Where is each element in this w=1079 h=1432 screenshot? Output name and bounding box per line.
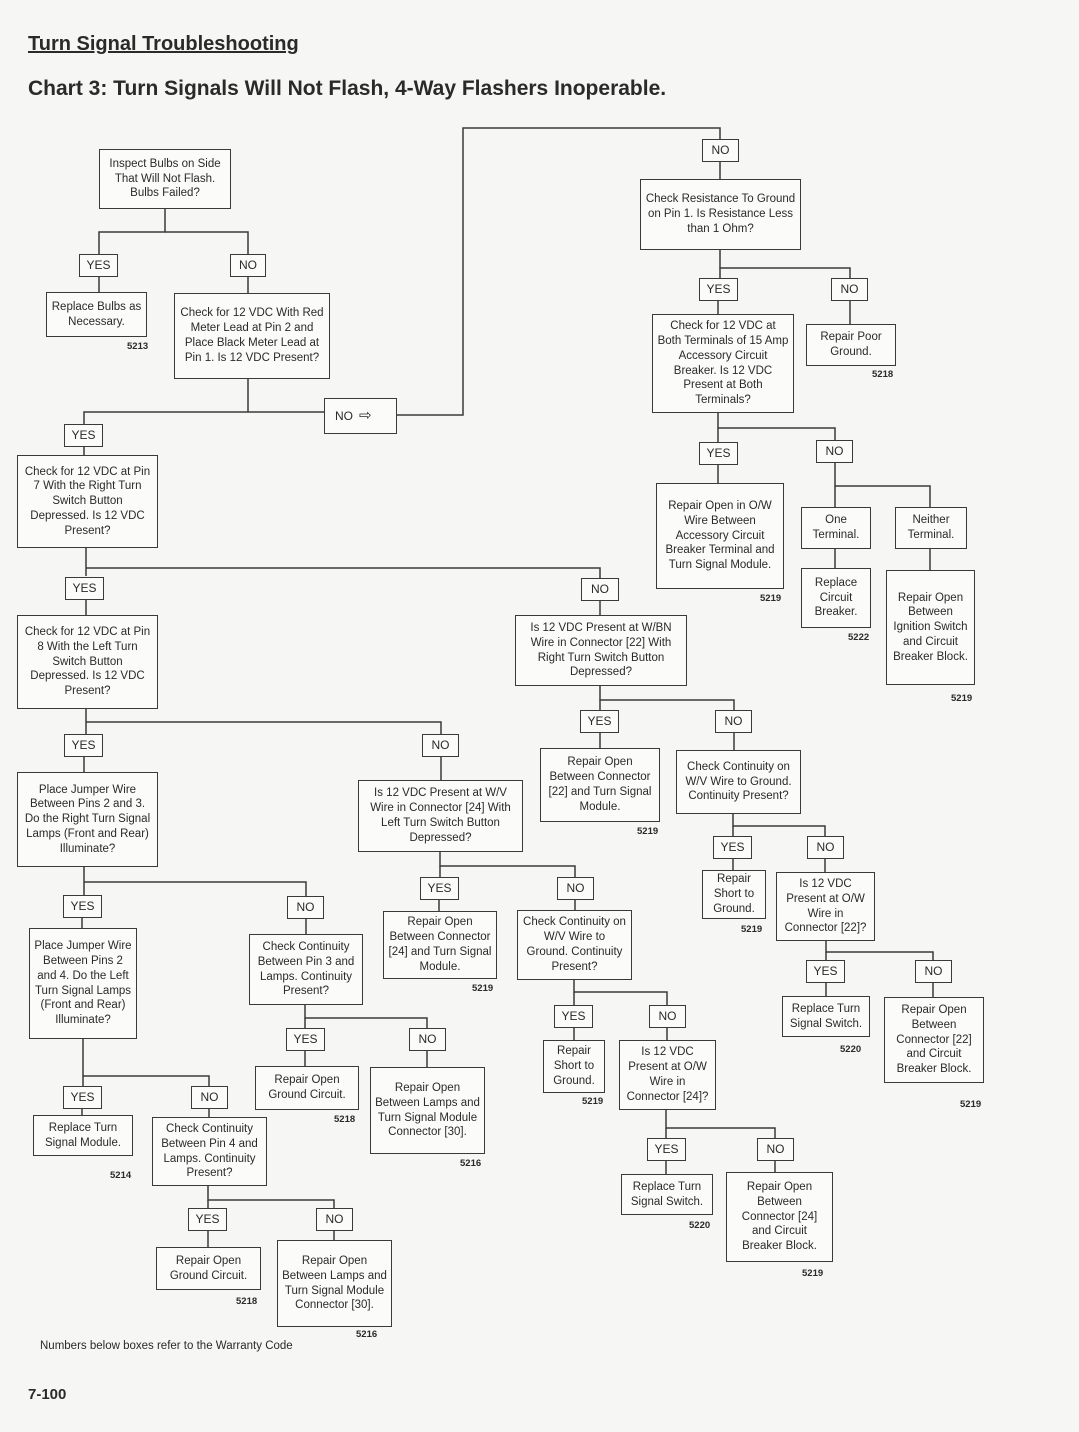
replace-module-box: Replace Turn Signal Module.: [33, 1115, 133, 1156]
yes-label: YES: [64, 424, 103, 447]
repair-short-ground-box: Repair Short to Ground.: [702, 870, 766, 919]
no-label: NO: [581, 578, 619, 601]
check-cb-terminals-box: Check for 12 VDC at Both Terminals of 15…: [652, 314, 794, 413]
jumper-left-box: Place Jumper Wire Between Pins 2 and 4. …: [29, 928, 137, 1039]
warranty-code: 5219: [760, 593, 782, 604]
yes-label: YES: [63, 895, 102, 918]
warranty-code: 5219: [472, 983, 494, 994]
continuity-wv-ground-box: Check Continuity on W/V Wire to Ground. …: [676, 750, 801, 814]
repair-ground-circuit-box: Repair Open Ground Circuit.: [255, 1066, 359, 1110]
repair-lamps-conn30-box: Repair Open Between Lamps and Turn Signa…: [370, 1067, 485, 1154]
warranty-code: 5219: [960, 1099, 982, 1110]
one-terminal-box: One Terminal.: [801, 507, 871, 549]
warranty-code: 5218: [334, 1114, 356, 1125]
jumper-right-box: Place Jumper Wire Between Pins 2 and 3. …: [17, 772, 158, 867]
arrow-right-icon: ⇨: [359, 407, 372, 424]
yes-label: YES: [806, 960, 845, 983]
yes-label: YES: [188, 1208, 227, 1231]
yes-label: YES: [699, 278, 738, 301]
chart-subtitle: Chart 3: Turn Signals Will Not Flash, 4-…: [28, 77, 667, 100]
page-number: 7-100: [28, 1386, 67, 1403]
no-label: NO: [409, 1028, 446, 1051]
replace-circuit-breaker-box: Replace Circuit Breaker.: [801, 568, 871, 628]
repair-ground-circuit-box: Repair Open Ground Circuit.: [156, 1247, 261, 1290]
warranty-code: 5220: [840, 1044, 862, 1055]
yes-label: YES: [65, 577, 104, 600]
yes-label: YES: [64, 734, 103, 757]
yes-label: YES: [580, 710, 619, 733]
no-label: NO: [287, 896, 324, 919]
page-title: Turn Signal Troubleshooting: [28, 33, 299, 55]
warranty-code: 5218: [236, 1296, 258, 1307]
no-label: NO: [335, 409, 353, 423]
no-continue-label: NO ⇨: [324, 398, 397, 434]
no-label: NO: [816, 440, 853, 463]
ow-conn24-box: Is 12 VDC Present at O/W Wire in Connect…: [619, 1040, 716, 1110]
yes-label: YES: [647, 1138, 686, 1161]
no-label: NO: [715, 710, 752, 733]
check-12vdc-pin2-box: Check for 12 VDC With Red Meter Lead at …: [174, 293, 330, 379]
yes-label: YES: [420, 877, 459, 900]
footnote: Numbers below boxes refer to the Warrant…: [40, 1340, 293, 1352]
repair-short-ground-box: Repair Short to Ground.: [543, 1040, 605, 1093]
repair-poor-ground-box: Repair Poor Ground.: [806, 324, 896, 366]
warranty-code: 5216: [460, 1158, 482, 1169]
no-label: NO: [807, 836, 844, 859]
no-label: NO: [316, 1208, 353, 1231]
continuity-pin4-box: Check Continuity Between Pin 4 and Lamps…: [152, 1117, 267, 1186]
continuity-wv-ground-box: Check Continuity on W/V Wire to Ground. …: [517, 910, 632, 980]
no-label: NO: [831, 278, 868, 301]
yes-label: YES: [554, 1005, 593, 1028]
yes-label: YES: [713, 836, 752, 859]
warranty-code: 5213: [127, 341, 149, 352]
repair-conn24-module-box: Repair Open Between Connector [24] and T…: [383, 911, 497, 979]
inspect-bulbs-box: Inspect Bulbs on Side That Will Not Flas…: [99, 149, 231, 209]
no-label: NO: [191, 1086, 228, 1109]
repair-conn22-module-box: Repair Open Between Connector [22] and T…: [540, 748, 660, 822]
warranty-code: 5222: [848, 632, 870, 643]
yes-label: YES: [63, 1086, 102, 1109]
replace-switch-box: Replace Turn Signal Switch.: [621, 1174, 713, 1215]
no-label: NO: [757, 1138, 794, 1161]
replace-switch-box: Replace Turn Signal Switch.: [782, 996, 870, 1037]
yes-label: YES: [79, 254, 118, 277]
check-pin7-box: Check for 12 VDC at Pin 7 With the Right…: [17, 455, 158, 548]
yes-label: YES: [699, 442, 738, 465]
neither-terminal-box: Neither Terminal.: [895, 507, 967, 549]
wv-conn24-box: Is 12 VDC Present at W/V Wire in Connect…: [358, 780, 523, 852]
repair-conn24-cb-box: Repair Open Between Connector [24] and C…: [726, 1172, 833, 1262]
replace-bulbs-box: Replace Bulbs as Necessary.: [46, 292, 147, 337]
warranty-code: 5219: [741, 924, 763, 935]
repair-ow-wire-box: Repair Open in O/W Wire Between Accessor…: [656, 483, 784, 589]
warranty-code: 5219: [582, 1096, 604, 1107]
no-label: NO: [702, 139, 739, 162]
repair-conn22-cb-box: Repair Open Between Connector [22] and C…: [884, 997, 984, 1083]
no-label: NO: [557, 877, 594, 900]
warranty-code: 5216: [356, 1329, 378, 1340]
check-pin8-box: Check for 12 VDC at Pin 8 With the Left …: [17, 615, 158, 709]
warranty-code: 5219: [951, 693, 973, 704]
continuity-pin3-box: Check Continuity Between Pin 3 and Lamps…: [249, 934, 363, 1005]
no-label: NO: [422, 734, 459, 757]
repair-lamps-conn30-box: Repair Open Between Lamps and Turn Signa…: [277, 1240, 392, 1327]
no-label: NO: [649, 1005, 686, 1028]
warranty-code: 5220: [689, 1220, 711, 1231]
ow-conn22-box: Is 12 VDC Present at O/W Wire in Connect…: [776, 872, 875, 941]
warranty-code: 5219: [802, 1268, 824, 1279]
wbn-conn22-box: Is 12 VDC Present at W/BN Wire in Connec…: [515, 615, 687, 686]
warranty-code: 5214: [110, 1170, 132, 1181]
check-resistance-box: Check Resistance To Ground on Pin 1. Is …: [640, 179, 801, 250]
no-label: NO: [230, 254, 266, 277]
yes-label: YES: [286, 1028, 325, 1051]
warranty-code: 5219: [637, 826, 659, 837]
repair-ignition-cb-box: Repair Open Between Ignition Switch and …: [886, 570, 975, 685]
warranty-code: 5218: [872, 369, 894, 380]
no-label: NO: [915, 960, 952, 983]
